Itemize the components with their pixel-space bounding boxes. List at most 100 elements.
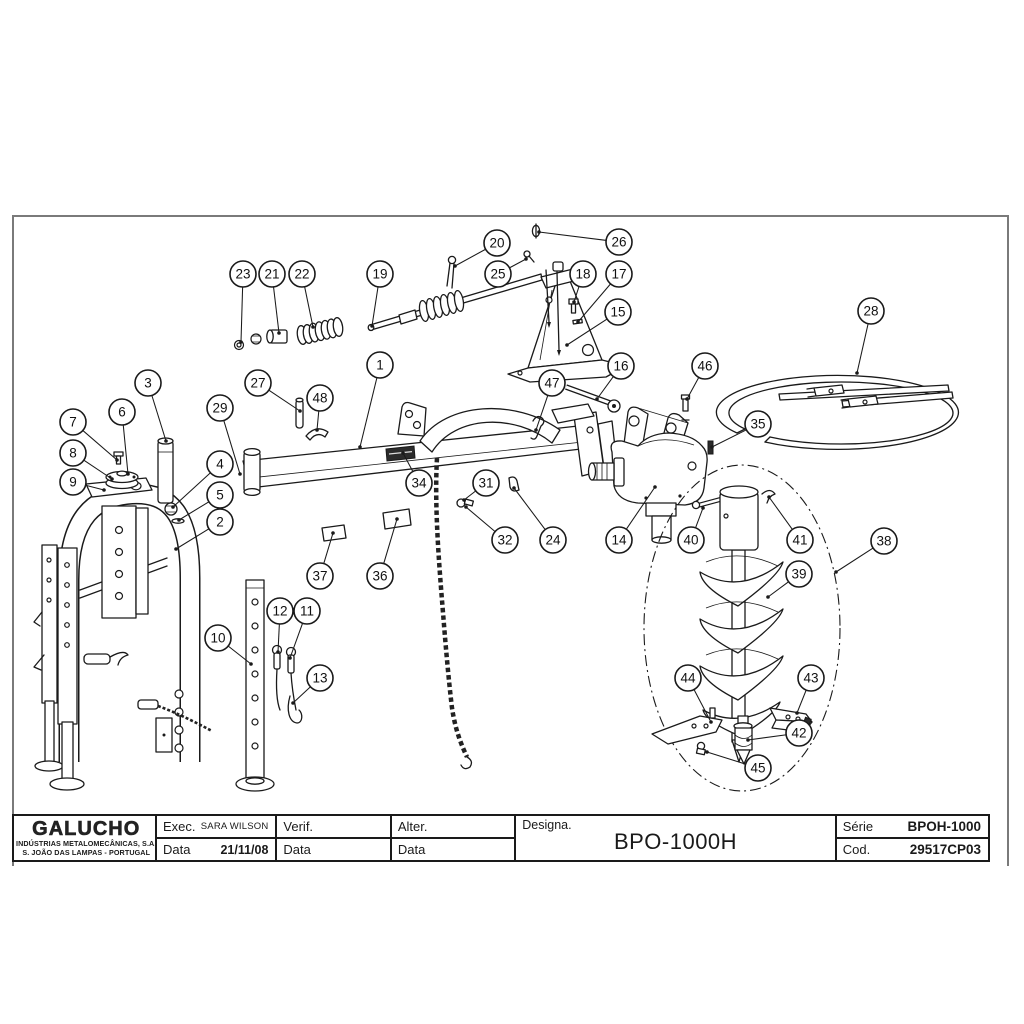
balloon-41: 41 — [767, 495, 814, 554]
balloon-18: 18 — [569, 260, 597, 304]
balloon-43: 43 — [795, 664, 825, 715]
svg-text:26: 26 — [611, 235, 626, 250]
exec-cell: Exec. SARA WILSON Data 21/11/08 — [157, 816, 278, 860]
balloon-34: 34 — [401, 451, 433, 497]
svg-text:15: 15 — [610, 305, 625, 320]
svg-text:41: 41 — [792, 533, 807, 548]
balloon-39: 39 — [766, 560, 813, 599]
svg-text:47: 47 — [544, 376, 559, 391]
svg-text:31: 31 — [478, 476, 493, 491]
balloon-9: 9 — [59, 468, 106, 496]
svg-text:20: 20 — [489, 236, 504, 251]
svg-text:4: 4 — [216, 457, 224, 472]
decals — [321, 508, 412, 542]
a-frame — [33, 437, 213, 791]
balloon-6: 6 — [108, 398, 136, 476]
company-line1: INDÚSTRIAS METALOMECÂNICAS, S.A. — [16, 839, 157, 848]
series-label: Série — [842, 819, 874, 834]
spring — [296, 317, 344, 345]
balloon-20: 20 — [453, 229, 511, 268]
balloon-37: 37 — [306, 531, 335, 590]
svg-text:5: 5 — [216, 488, 224, 503]
company-name: GALUCHO — [32, 818, 141, 840]
title-block: GALUCHO INDÚSTRIAS METALOMECÂNICAS, S.A.… — [12, 814, 990, 862]
balloon-25: 25 — [484, 257, 528, 288]
svg-text:32: 32 — [497, 533, 512, 548]
balloon-19: 19 — [366, 260, 394, 328]
designation-cell: Designa. BPO-1000H — [516, 816, 837, 860]
balloon-31: 31 — [462, 469, 500, 502]
svg-text:12: 12 — [272, 604, 287, 619]
balloon-12: 12 — [266, 597, 294, 654]
balloon-4: 4 — [171, 450, 234, 509]
svg-text:25: 25 — [490, 267, 505, 282]
balloon-35: 35 — [710, 410, 772, 449]
svg-text:16: 16 — [613, 359, 628, 374]
balloon-44: 44 — [674, 664, 713, 724]
verif-label: Verif. — [283, 819, 314, 834]
alter-label: Alter. — [397, 819, 428, 834]
balloon-3: 3 — [134, 369, 168, 443]
linch-pins — [271, 644, 303, 724]
series-cell: Série BPOH-1000 Cod. 29517CP03 — [836, 816, 988, 860]
rod-spring — [418, 289, 465, 323]
exec-date: 21/11/08 — [220, 842, 269, 857]
balloon-48: 48 — [306, 384, 334, 432]
svg-text:7: 7 — [69, 415, 77, 430]
code-value: 29517CP03 — [909, 842, 981, 857]
svg-text:17: 17 — [611, 267, 626, 282]
svg-text:48: 48 — [312, 391, 327, 406]
svg-text:10: 10 — [210, 631, 225, 646]
svg-text:1: 1 — [376, 358, 384, 373]
svg-text:18: 18 — [575, 267, 590, 282]
balloon-10: 10 — [204, 624, 253, 666]
balloon-14: 14 — [605, 485, 657, 554]
drawing-frame — [12, 215, 1009, 866]
verif-cell: Verif. Data — [277, 816, 392, 860]
svg-text:9: 9 — [69, 475, 77, 490]
tension-rod-assembly — [233, 273, 543, 351]
balloon-36: 36 — [366, 517, 399, 590]
svg-text:46: 46 — [697, 359, 712, 374]
svg-text:19: 19 — [372, 267, 387, 282]
stand-leg — [235, 579, 275, 792]
guard-ring — [715, 374, 960, 450]
balloon-11: 11 — [288, 597, 321, 660]
svg-text:44: 44 — [680, 671, 696, 686]
svg-text:21: 21 — [264, 267, 279, 282]
company-logo-cell: GALUCHO INDÚSTRIAS METALOMECÂNICAS, S.A.… — [14, 816, 157, 860]
verif-date-label: Data — [283, 842, 311, 857]
balloon-7: 7 — [59, 408, 119, 462]
svg-text:23: 23 — [235, 267, 250, 282]
balloon-22: 22 — [288, 260, 316, 329]
designation-label: Designa. — [522, 818, 572, 832]
svg-text:27: 27 — [250, 376, 265, 391]
svg-text:37: 37 — [312, 569, 327, 584]
balloon-42: 42 — [746, 719, 813, 747]
svg-text:3: 3 — [144, 376, 152, 391]
svg-text:11: 11 — [300, 604, 314, 619]
svg-text:8: 8 — [69, 446, 77, 461]
svg-text:29: 29 — [212, 401, 227, 416]
svg-text:35: 35 — [750, 417, 765, 432]
balloon-1: 1 — [358, 351, 394, 449]
series-value: BPOH-1000 — [907, 819, 981, 834]
balloon-2: 2 — [174, 508, 234, 551]
auger-assembly — [643, 464, 841, 792]
balloon-28: 28 — [855, 297, 885, 375]
balloon-24: 24 — [512, 486, 567, 554]
exec-value: SARA WILSON — [200, 821, 269, 832]
exec-label: Exec. — [163, 819, 196, 834]
balloon-38: 38 — [834, 527, 898, 574]
balloon-5: 5 — [177, 481, 234, 522]
svg-text:38: 38 — [876, 534, 891, 549]
designation-value: BPO-1000H — [613, 829, 738, 854]
balloon-40: 40 — [677, 506, 705, 554]
exec-date-label: Data — [163, 842, 191, 857]
svg-text:6: 6 — [118, 405, 126, 420]
alter-date-label: Data — [397, 842, 426, 857]
balloon-47: 47 — [534, 369, 566, 432]
balloon-15: 15 — [565, 298, 632, 347]
